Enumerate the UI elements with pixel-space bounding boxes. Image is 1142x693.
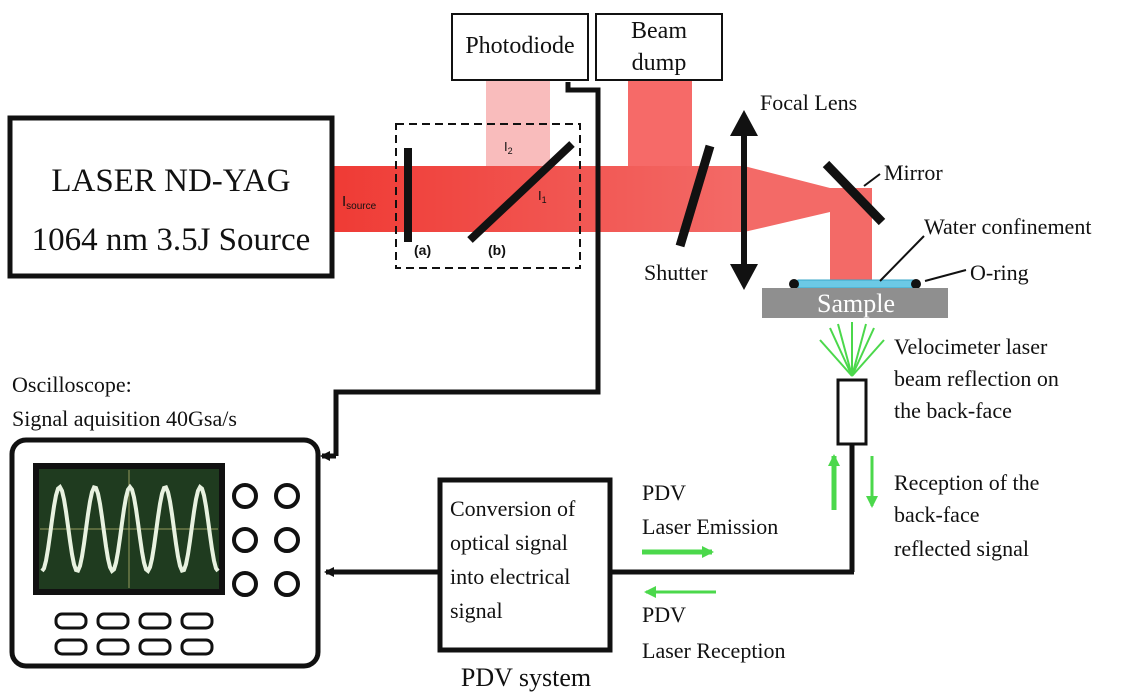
mirror-pointer [863, 173, 881, 187]
label-b: (b) [488, 242, 506, 258]
i1-label: I1 [538, 188, 547, 205]
sample-label: Sample [817, 289, 895, 318]
beam-splitter-enclosure [395, 123, 581, 269]
focal-lens-arrow-bottom [730, 264, 758, 290]
water-confinement [797, 279, 915, 289]
velocimeter-reflection-rays [819, 322, 885, 377]
label-a: (a) [414, 242, 431, 258]
conversion-label: Conversion of optical signal into electr… [450, 496, 581, 623]
beam-splitter-b [467, 141, 575, 243]
reception-label: Reception of the back-face reflected sig… [894, 470, 1045, 561]
o-ring-right [911, 279, 921, 289]
beam-dump-box [595, 13, 723, 81]
focal-lens-arrow-top [730, 110, 758, 136]
oscilloscope-label: Oscilloscope: Signal aquisition 40Gsa/s [12, 372, 237, 431]
shutter-label: Shutter [644, 260, 708, 285]
oscilloscope-buttons [54, 612, 214, 656]
water-confinement-label: Water confinement [924, 214, 1091, 239]
i2-label: I2 [504, 139, 513, 156]
pdv-reception-label: PDV Laser Reception [642, 602, 786, 663]
mirror [822, 160, 886, 226]
converging-beam [744, 166, 872, 232]
focal-lens-label: Focal Lens [760, 90, 857, 115]
oscilloscope-waveform [40, 483, 220, 574]
laser-title: LASER ND-YAG [51, 163, 290, 199]
o-ring-left [789, 279, 799, 289]
laser-beams [334, 80, 872, 284]
shutter [675, 144, 715, 248]
o-ring-label: O-ring [970, 260, 1029, 285]
beam-dump-beam [628, 80, 692, 178]
sample-block [762, 288, 948, 318]
water-pointer [879, 235, 925, 282]
pdv-probe [836, 378, 868, 446]
laser-source-box [7, 115, 335, 279]
beam-dump-label-2: dump [632, 50, 687, 76]
conversion-box [437, 477, 613, 653]
oscilloscope-knobs [232, 483, 300, 597]
i-source-label: Isource [342, 193, 377, 212]
photodiode-label: Photodiode [465, 33, 574, 59]
photodiode-signal-cable [333, 82, 601, 456]
velocimeter-label: Velocimeter laser beam reflection on the… [894, 334, 1064, 423]
pdv-system-label: PDV system [461, 663, 591, 692]
laser-spec: 1064 nm 3.5J Source [32, 222, 311, 258]
mirror-label: Mirror [884, 160, 943, 185]
o-ring-pointer [924, 269, 967, 282]
photodiode-box [451, 13, 589, 81]
pdv-emission-label: PDV Laser Emission [642, 480, 778, 539]
beam-dump-label-1: Beam [631, 18, 687, 44]
